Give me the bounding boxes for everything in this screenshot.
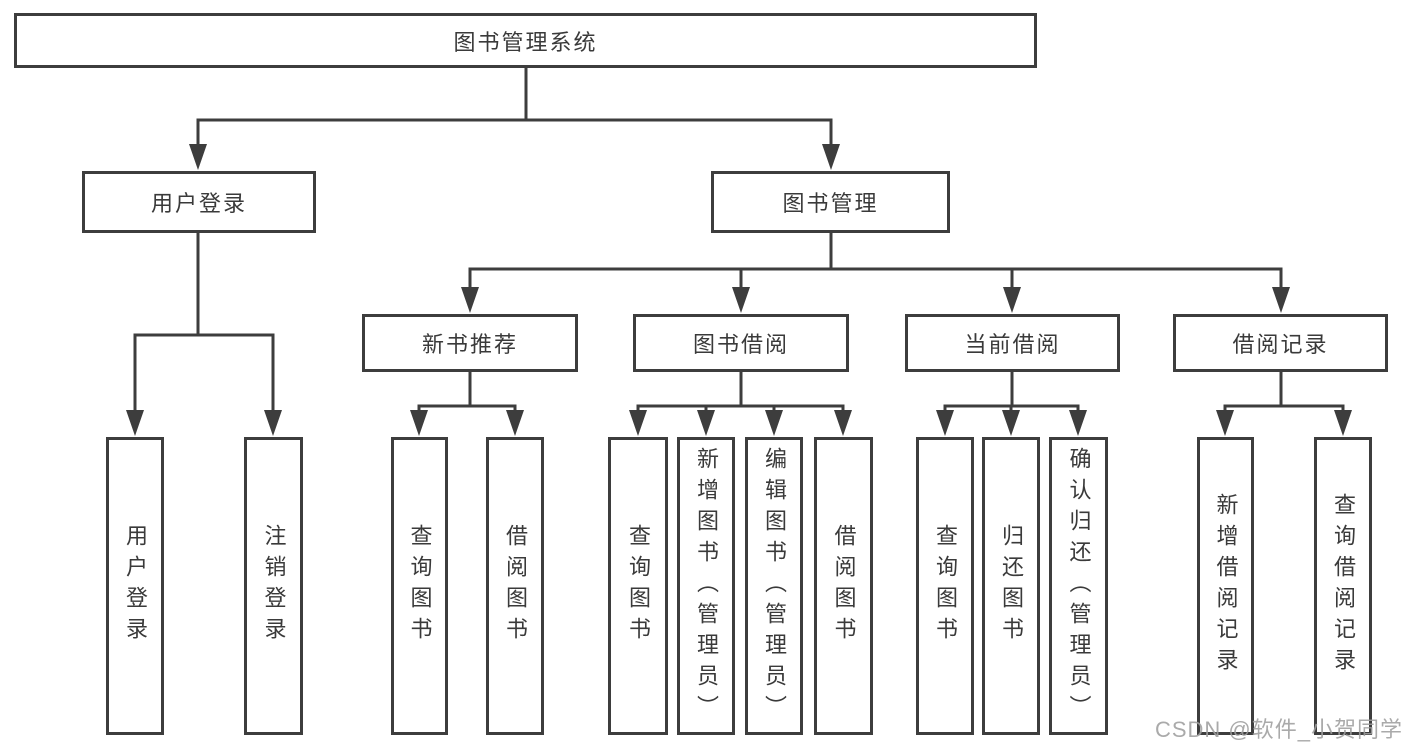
node-label: 查询图书 [626,524,651,648]
node-label: 图书借阅 [692,332,789,357]
leaf-query-books-borrow: 查询图书 [608,437,668,735]
node-label: 查询图书 [933,524,958,648]
leaf-user-login: 用户登录 [106,437,164,735]
node-label: 确认归还（管理员） [1066,446,1092,726]
leaf-query-books-recommend: 查询图书 [391,437,448,735]
node-label: 新增图书（管理员） [694,446,719,726]
leaf-return-books: 归还图书 [982,437,1040,735]
leaf-logout: 注销登录 [244,437,303,735]
leaf-edit-book-admin: 编辑图书（管理员） [745,437,803,735]
leaf-add-borrow-record: 新增借阅记录 [1197,437,1254,735]
node-label: 用户登录 [150,191,247,216]
node-book-management-branch: 图书管理 [711,171,950,233]
node-label: 归还图书 [999,524,1024,648]
node-label: 用户登录 [123,524,148,648]
node-label: 查询图书 [407,524,433,648]
leaf-query-books-current: 查询图书 [916,437,974,735]
node-label: 图书管理系统 [453,29,598,55]
csdn-watermark: CSDN @软件_小贺同学 [1154,717,1403,742]
node-label: 新增借阅记录 [1213,493,1239,679]
leaf-confirm-return-admin: 确认归还（管理员） [1049,437,1108,735]
node-label: 借阅图书 [831,524,857,648]
node-user-login-branch: 用户登录 [82,171,316,233]
node-current-borrowing: 当前借阅 [905,314,1120,372]
connector-path [133,68,1345,412]
node-label: 当前借阅 [964,332,1061,357]
node-label: 新书推荐 [421,332,518,357]
leaf-add-book-admin: 新增图书（管理员） [677,437,735,735]
node-borrowing-records: 借阅记录 [1173,314,1388,372]
node-label: 注销登录 [261,524,287,648]
leaf-borrow-books-recommend: 借阅图书 [486,437,544,735]
arrowheads [126,144,1352,436]
node-library-management-system: 图书管理系统 [14,13,1037,68]
node-label: 查询借阅记录 [1331,493,1356,679]
node-label: 借阅记录 [1232,332,1329,357]
leaf-borrow-books: 借阅图书 [814,437,873,735]
node-label: 编辑图书（管理员） [762,446,787,726]
node-new-book-recommendation: 新书推荐 [362,314,578,372]
node-book-borrowing: 图书借阅 [633,314,849,372]
node-label: 图书管理 [782,191,879,216]
node-label: 借阅图书 [503,524,528,648]
leaf-query-borrow-record: 查询借阅记录 [1314,437,1372,735]
